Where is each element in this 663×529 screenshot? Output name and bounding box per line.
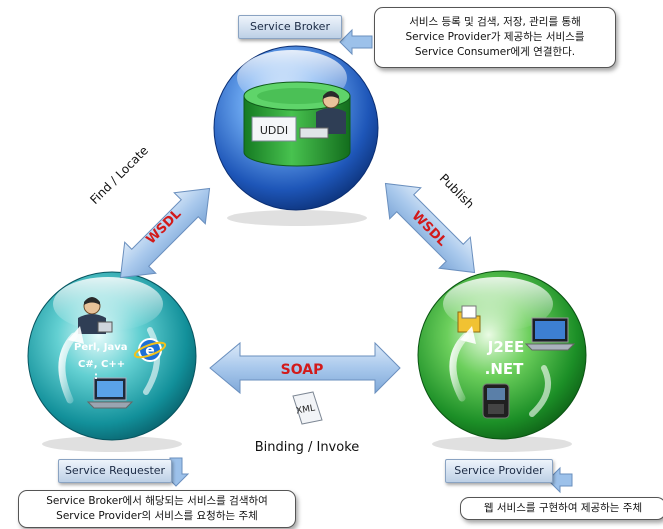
soap-arrow: SOAP bbox=[209, 341, 401, 395]
uddi-box: UDDI bbox=[251, 116, 297, 142]
service-provider-label: Service Provider bbox=[445, 459, 553, 483]
provider-platform-1: J2EE bbox=[487, 338, 525, 356]
broker-callout-arrow-icon bbox=[339, 28, 373, 56]
folder-document-icon bbox=[457, 305, 481, 333]
requester-description-box: Service Broker에서 해당되는 서비스를 검색하여 Service … bbox=[18, 490, 296, 528]
xml-document-icon: XML bbox=[292, 391, 323, 425]
provider-callout-arrow-icon bbox=[547, 466, 573, 494]
server-laptop-icon bbox=[524, 317, 576, 351]
broker-desc-line-2: Service Provider가 제공하는 서비스를 bbox=[405, 31, 585, 43]
broker-desc-line-1: 서비스 등록 및 검색, 저장, 관리를 통해 bbox=[409, 16, 581, 28]
find-locate-label: Find / Locate bbox=[87, 143, 151, 207]
service-requester-label: Service Requester bbox=[58, 459, 172, 483]
laptop-icon bbox=[86, 377, 134, 409]
requester-language-1: Perl, Java bbox=[74, 342, 128, 353]
requester-swirl-icon bbox=[58, 326, 161, 404]
binding-invoke-label: Binding / Invoke bbox=[255, 440, 360, 455]
requester-language-3: : bbox=[94, 371, 98, 382]
requester-desc-line-2: Service Provider의 서비스를 요청하는 주체 bbox=[56, 510, 258, 522]
smartphone-icon bbox=[482, 383, 510, 419]
wsdl-find-arrow: WSDL bbox=[119, 187, 211, 279]
service-broker-label: Service Broker bbox=[238, 15, 342, 39]
wsdl-publish-arrow: WSDL bbox=[384, 182, 476, 274]
uddi-label: UDDI bbox=[260, 124, 288, 137]
internet-explorer-icon: e bbox=[133, 338, 167, 362]
provider-swirl-icon bbox=[449, 326, 551, 417]
provider-description-box: 웹 서비스를 구현하여 제공하는 주체 bbox=[460, 497, 663, 520]
requester-desc-line-1: Service Broker에서 해당되는 서비스를 검색하여 bbox=[46, 495, 268, 507]
broker-description-box: 서비스 등록 및 검색, 저장, 관리를 통해 Service Provider… bbox=[374, 7, 616, 68]
developer-person-icon bbox=[78, 297, 113, 334]
provider-platform-2: .NET bbox=[485, 360, 524, 378]
provider-desc-line-1: 웹 서비스를 구현하여 제공하는 주체 bbox=[483, 502, 643, 514]
requester-language-2: C#, C++ bbox=[78, 359, 125, 370]
publish-label: Publish bbox=[437, 171, 477, 211]
svg-text:e: e bbox=[145, 343, 155, 359]
soap-label: SOAP bbox=[281, 362, 324, 378]
person-at-computer-icon bbox=[299, 91, 346, 139]
xml-label: XML bbox=[295, 403, 315, 416]
broker-desc-line-3: Service Consumer에게 연결한다. bbox=[414, 46, 576, 58]
